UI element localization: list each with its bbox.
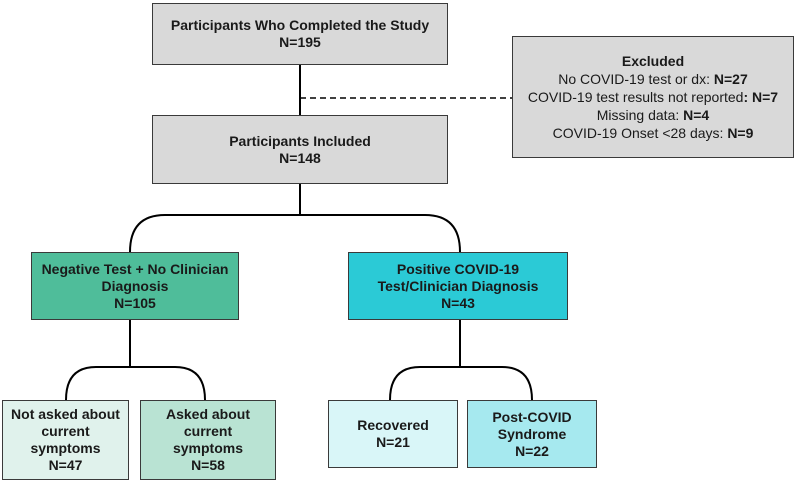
positive-box: Positive COVID-19 Test/Clinician Diagnos… — [348, 252, 568, 320]
positive-count: N=43 — [441, 294, 475, 311]
connector-top-branch — [129, 214, 461, 253]
excluded-row: COVID-19 test results not reported: N=7 — [527, 89, 779, 105]
asked-label-3: symptoms — [172, 440, 244, 456]
post-covid-count: N=22 — [515, 442, 549, 459]
included-count: N=148 — [279, 149, 321, 166]
excluded-row: No COVID-19 test or dx: N=27 — [558, 71, 748, 87]
positive-label-2: Test/Clinician Diagnosis — [377, 277, 539, 294]
connector-negative-branch — [65, 366, 206, 401]
asked-count: N=58 — [191, 457, 225, 473]
negative-label-2: Diagnosis — [101, 277, 169, 294]
not-asked-count: N=47 — [48, 457, 83, 473]
not-asked-label-3: symptoms — [30, 440, 101, 456]
post-covid-box: Post-COVID Syndrome N=22 — [467, 400, 597, 468]
included-box: Participants Included N=148 — [152, 115, 448, 184]
not-asked-box: Not asked about current symptoms N=47 — [2, 400, 129, 480]
recovered-label: Recovered — [357, 417, 429, 433]
excluded-box: Excluded No COVID-19 test or dx: N=27 CO… — [512, 36, 794, 158]
recovered-box: Recovered N=21 — [328, 400, 458, 468]
post-covid-label: Post-COVID — [492, 408, 572, 425]
asked-label-2: current — [183, 423, 233, 439]
excluded-row: COVID-19 Onset <28 days: N=9 — [552, 125, 754, 141]
not-asked-label-2: current — [41, 423, 90, 439]
excluded-title: Excluded — [621, 53, 685, 69]
negative-count: N=105 — [114, 294, 156, 311]
completed-label: Participants Who Completed the Study — [170, 17, 430, 33]
completed-box: Participants Who Completed the Study N=1… — [152, 3, 448, 65]
positive-label: Positive COVID-19 — [396, 260, 520, 277]
asked-box: Asked about current symptoms N=58 — [140, 400, 276, 480]
included-label: Participants Included — [229, 132, 371, 149]
negative-box: Negative Test + No Clinician Diagnosis N… — [31, 252, 239, 320]
excluded-row: Missing data: N=4 — [596, 107, 710, 123]
post-covid-label-2: Syndrome — [497, 425, 567, 442]
negative-label: Negative Test + No Clinician — [41, 260, 229, 277]
connector-positive-branch — [389, 366, 533, 401]
asked-label: Asked about — [165, 406, 250, 422]
recovered-count: N=21 — [376, 434, 410, 450]
not-asked-label: Not asked about — [11, 406, 120, 422]
completed-count: N=195 — [279, 34, 321, 50]
